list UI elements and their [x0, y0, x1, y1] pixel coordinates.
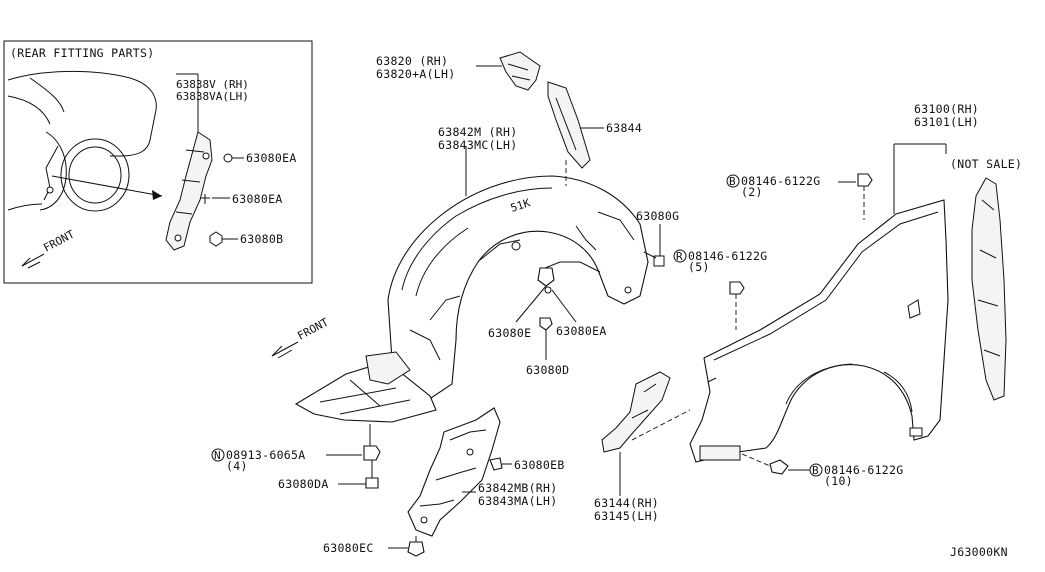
- bolt-b-icon: [809, 463, 823, 477]
- label-bolt-n4: 08913-6065A: [226, 448, 305, 462]
- diagram-code: J63000KN: [950, 545, 1008, 559]
- protector-63842mb: [407, 407, 501, 537]
- svg-text:N: N: [214, 449, 221, 462]
- label-63844: 63844: [606, 121, 642, 135]
- label-63842mb: 63842MB(RH): [478, 481, 557, 495]
- inset-title: (REAR FITTING PARTS): [10, 46, 154, 60]
- label-bolt-r5-qty: (5): [688, 260, 710, 274]
- label-63100: 63100(RH): [914, 102, 979, 116]
- rear-protector-part: [165, 131, 213, 251]
- bolt-b10: B 08146-6122G (10): [741, 453, 903, 488]
- main-front-indicator: FRONT: [271, 315, 331, 359]
- label-63080ea: 63080EA: [556, 324, 607, 338]
- label-not-sale: (NOT SALE): [950, 157, 1022, 171]
- nut-icon: [209, 231, 223, 247]
- label-63843ma: 63843MA(LH): [478, 494, 557, 508]
- bolt-63080da: [338, 460, 379, 489]
- label-63838v: 63838V (RH): [176, 78, 249, 91]
- label-63101: 63101(LH): [914, 115, 979, 129]
- label-63843mc: 63843MC(LH): [438, 138, 517, 152]
- label-bolt-b10: 08146-6122G: [824, 463, 903, 477]
- label-63820: 63820 (RH): [376, 54, 448, 68]
- main-front-label: FRONT: [295, 315, 331, 342]
- svg-text:51K: 51K: [509, 196, 532, 215]
- car-rear-silhouette: [7, 70, 157, 212]
- inset-pointer-arrow: [51, 175, 163, 197]
- label-bolt-r5: 08146-6122G: [688, 249, 767, 263]
- clips-group: 63080E 63080EA 63080D: [488, 267, 607, 377]
- inset-front-label: FRONT: [41, 227, 77, 254]
- screw-icon: [200, 194, 210, 204]
- bolt-r-icon: [673, 249, 687, 263]
- label-63145: 63145(LH): [594, 509, 659, 523]
- label-63080ec: 63080EC: [323, 541, 374, 555]
- label-63842m: 63842M (RH): [438, 125, 517, 139]
- svg-text:B: B: [812, 464, 819, 477]
- seal-63844: [547, 81, 591, 169]
- label-63080d: 63080D: [526, 363, 569, 377]
- inset-front-indicator: FRONT: [21, 227, 77, 269]
- fender-63100: [689, 199, 949, 463]
- label-bolt-b2-qty: (2): [741, 185, 763, 199]
- clip-63080g: [643, 251, 665, 267]
- clip-63080eb: [489, 457, 512, 471]
- bracket-63144: [601, 371, 691, 453]
- clip-63080ec: [388, 536, 425, 557]
- svg-text:B: B: [729, 175, 736, 188]
- bolt-r5: R 08146-6122G (5): [673, 249, 767, 330]
- label-63080g: 63080G: [636, 209, 679, 223]
- label-63080e: 63080E: [488, 326, 531, 340]
- bracket-63820: [476, 51, 541, 91]
- label-63080eb: 63080EB: [514, 458, 565, 472]
- splash-shield: [294, 351, 437, 423]
- label-63080ea-inset-b: 63080EA: [232, 192, 283, 206]
- inset-frame: [3, 40, 313, 284]
- arrow-head-icon: [152, 190, 162, 200]
- bolt-b2: B 08146-6122G (2): [726, 173, 873, 220]
- bolt-b-icon: [726, 174, 740, 188]
- rear-fitting-inset: (REAR FITTING PARTS) 63838V (RH) 6: [3, 40, 313, 284]
- label-63838va: 63838VA(LH): [176, 90, 249, 103]
- label-bolt-n4-qty: (4): [226, 459, 248, 473]
- clip-icon: [223, 153, 233, 163]
- label-bolt-b2: 08146-6122G: [741, 174, 820, 188]
- fender-protector-63842m: 51K: [387, 175, 649, 401]
- fender-insulator-not-sale: [971, 177, 1007, 401]
- label-63144: 63144(RH): [594, 496, 659, 510]
- label-63820a: 63820+A(LH): [376, 67, 455, 81]
- label-63080b: 63080B: [240, 232, 283, 246]
- svg-text:R: R: [676, 250, 683, 263]
- bolt-n4: N 08913-6065A (4): [211, 424, 381, 473]
- label-63080ea-inset-a: 63080EA: [246, 151, 297, 165]
- label-63080da: 63080DA: [278, 477, 329, 491]
- label-bolt-b10-qty: (10): [824, 474, 853, 488]
- bolt-n-icon: [211, 448, 225, 462]
